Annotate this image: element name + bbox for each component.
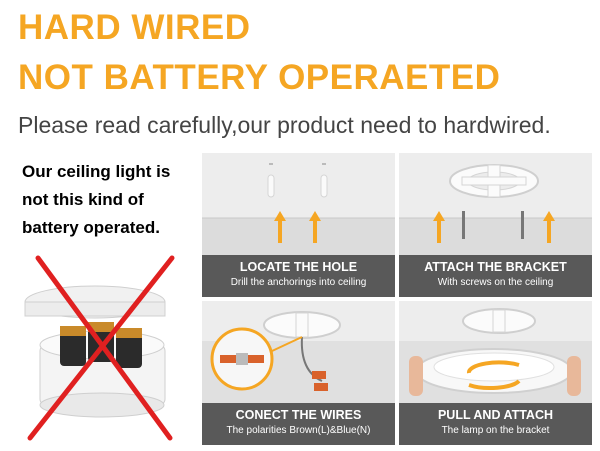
ceiling-holes-illustration bbox=[202, 153, 395, 258]
crossed-out-battery-light-icon bbox=[10, 250, 192, 446]
heading-line-1: HARD WIRED bbox=[18, 8, 251, 47]
warning-line-1: Our ceiling light is bbox=[22, 162, 171, 181]
warning-line-3: battery operated. bbox=[22, 218, 160, 237]
up-arrow-icon bbox=[433, 211, 555, 243]
step-subtitle: The polarities Brown(L)&Blue(N) bbox=[226, 425, 371, 436]
step-pull-attach-panel: PULL AND ATTACH The lamp on the bracket bbox=[399, 301, 592, 445]
step-title: CONECT THE WIRES bbox=[235, 408, 362, 422]
step-caption: LOCATE THE HOLE Drill the anchorings int… bbox=[202, 255, 395, 297]
step-attach-bracket-panel: ATTACH THE BRACKET With screws on the ce… bbox=[399, 153, 592, 297]
warning-text: Our ceiling light is not this kind of ba… bbox=[22, 158, 197, 242]
step-title: ATTACH THE BRACKET bbox=[424, 260, 567, 274]
step-subtitle: Drill the anchorings into ceiling bbox=[230, 277, 367, 288]
step-title: LOCATE THE HOLE bbox=[239, 260, 358, 274]
step-caption: CONECT THE WIRES The polarities Brown(L)… bbox=[202, 403, 395, 445]
step-subtitle: The lamp on the bracket bbox=[441, 425, 550, 436]
step-locate-hole-panel: LOCATE THE HOLE Drill the anchorings int… bbox=[202, 153, 395, 297]
step-caption: ATTACH THE BRACKET With screws on the ce… bbox=[399, 255, 592, 297]
step-title: PULL AND ATTACH bbox=[437, 408, 554, 422]
up-arrow-icon bbox=[274, 211, 321, 243]
step-connect-wires-panel: CONECT THE WIRES The polarities Brown(L)… bbox=[202, 301, 395, 445]
bracket-illustration bbox=[399, 153, 592, 258]
step-subtitle: With screws on the ceiling bbox=[437, 277, 554, 288]
heading-line-2: NOT BATTERY OPERAETED bbox=[18, 58, 501, 97]
warning-line-2: not this kind of bbox=[22, 190, 144, 209]
step-caption: PULL AND ATTACH The lamp on the bracket bbox=[399, 403, 592, 445]
subtitle: Please read carefully,our product need t… bbox=[18, 112, 551, 138]
